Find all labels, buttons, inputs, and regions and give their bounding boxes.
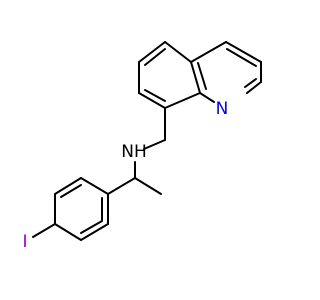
bond [190, 41, 227, 63]
bond [107, 177, 136, 195]
bond [225, 41, 262, 63]
bond [199, 92, 215, 103]
bond [164, 92, 201, 109]
bond [246, 81, 262, 94]
bond [54, 177, 82, 195]
bond [197, 62, 207, 90]
ring-nitrogen-label: N [216, 99, 229, 119]
molecule-structure: N NH I [22, 41, 262, 252]
bond [134, 177, 162, 195]
bond [80, 220, 103, 234]
bond [80, 177, 109, 195]
bond [138, 92, 166, 109]
bond [32, 223, 56, 238]
iodine-label: I [22, 232, 27, 252]
bond [144, 48, 166, 66]
bond [60, 184, 82, 198]
bonds [32, 41, 262, 241]
bond [244, 78, 257, 88]
bond [54, 223, 82, 241]
bond [226, 48, 257, 67]
amine-nh-label: NH [121, 142, 147, 162]
bond [138, 41, 166, 63]
atom-labels: N NH I [22, 99, 228, 252]
bond [80, 223, 109, 241]
bond [143, 139, 166, 150]
bond [144, 89, 166, 102]
bond [164, 41, 192, 63]
bond [190, 61, 201, 94]
